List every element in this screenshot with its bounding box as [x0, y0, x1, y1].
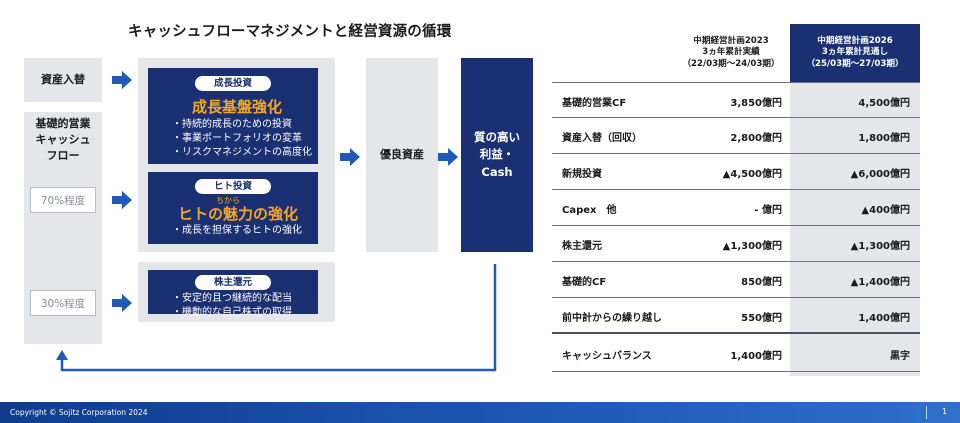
table-row: 基礎的営業CF 3,850億円 4,500億円	[552, 82, 920, 118]
growth-investment-box: 成長投資 成長基盤強化 ・持続的成長のための投資 ・事業ポートフォリオの変革 ・…	[148, 68, 318, 164]
shareholder-pill: 株主還元	[195, 275, 271, 290]
asset-swap-label: 資産入替	[41, 73, 85, 87]
footer-bar: Copyright © Sojitz Corporation 2024 1	[0, 402, 960, 423]
shareholder-bullets: ・安定的且つ継続的な配当 ・機動的な自己株式の取得	[172, 293, 292, 318]
page-number: 1	[942, 407, 948, 416]
plan2026-column-bg	[790, 82, 920, 376]
footer-divider	[926, 406, 927, 419]
quality-assets-label: 優良資産	[380, 148, 424, 162]
table-row: 前中計からの繰り越し 550億円 1,400億円	[552, 298, 920, 334]
table-row: 資産入替（回収） 2,800億円 1,800億円	[552, 118, 920, 154]
growth-bullets: ・持続的成長のための投資 ・事業ポートフォリオの変革 ・リスクマネジメントの高度…	[172, 119, 312, 158]
quality-profit-box: 質の高い 利益・ Cash	[461, 58, 533, 252]
growth-headline: 成長基盤強化	[192, 98, 283, 116]
arrow-right-icon	[112, 71, 132, 89]
pct-70-badge: 70%程度	[30, 187, 96, 213]
pct-30-badge: 30%程度	[30, 290, 96, 316]
table-row: 基礎的CF 850億円 ▲1,400億円	[552, 262, 920, 298]
page-title: キャッシュフローマネジメントと経営資源の循環	[128, 24, 452, 40]
asset-swap-box: 資産入替	[24, 58, 102, 102]
table-row-total: キャッシュバランス 1,400億円 黒字	[552, 336, 920, 372]
table-row: 新規投資 ▲4,500億円 ▲6,000億円	[552, 154, 920, 190]
people-pill: ヒト投資	[195, 179, 271, 194]
people-bullets: ・成長を担保するヒトの強化	[172, 225, 302, 236]
table-row: Capex 他 - 億円 ▲400億円	[552, 190, 920, 226]
table-header-plan2026: 中期経営計画2026 3ヵ年累計見通し （25/03期〜27/03期）	[790, 24, 920, 82]
quality-assets-box: 優良資産	[366, 58, 438, 252]
shareholder-return-box: 株主還元 ・安定的且つ継続的な配当 ・機動的な自己株式の取得	[148, 270, 318, 318]
people-ruby: ちから	[216, 196, 240, 205]
people-headline: ヒトの魅力の強化	[178, 205, 299, 223]
table-row: 株主還元 ▲1,300億円 ▲1,300億円	[552, 226, 920, 262]
growth-pill: 成長投資	[195, 76, 271, 91]
table-header-plan2023: 中期経営計画2023 3ヵ年累計実績 （22/03期〜24/03期）	[682, 36, 780, 69]
arrow-right-icon	[340, 148, 360, 166]
cashflow-table: 中期経営計画2023 3ヵ年累計実績 （22/03期〜24/03期） 中期経営計…	[552, 24, 920, 376]
people-investment-box: ヒト投資 ちから ヒトの魅力の強化 ・成長を担保するヒトの強化	[148, 172, 318, 244]
arrow-right-icon	[112, 294, 132, 312]
arrow-right-icon	[438, 148, 458, 166]
basic-cf-label: 基礎的営業 キャッシュ フロー	[35, 117, 91, 162]
arrow-right-icon	[112, 191, 132, 209]
copyright-text: Copyright © Sojitz Corporation 2024	[10, 408, 148, 417]
